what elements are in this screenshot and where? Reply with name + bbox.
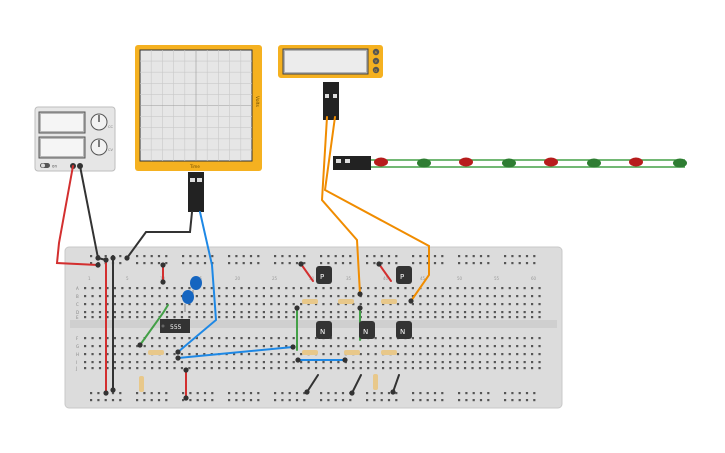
row-letter-b: B: [76, 294, 79, 299]
multimeter-display: [285, 51, 366, 72]
led-red-1[interactable]: [374, 157, 388, 167]
svg-text:N: N: [363, 328, 368, 336]
col-num-5: 5: [126, 276, 129, 281]
breadboard-row-letters: A B C D E F G H I J: [75, 286, 79, 371]
wire-green-trigger[interactable]: [139, 304, 169, 346]
oscilloscope-volts-label: Volts: [254, 96, 260, 107]
resistor-4[interactable]: [148, 350, 164, 355]
row-letter-j: J: [75, 366, 77, 371]
power-supply-voltage-display: [41, 139, 83, 156]
led-green-1[interactable]: [417, 158, 431, 168]
transistor-npn-1[interactable]: N: [316, 321, 332, 339]
row-letter-f: F: [76, 336, 79, 341]
wire-black-gnd2[interactable]: [351, 374, 362, 394]
transistor-pnp-1[interactable]: P: [316, 266, 332, 284]
row-letter-e: E: [76, 315, 79, 320]
col-num-60: 60: [531, 276, 537, 281]
wire-orange-probe1[interactable]: [320, 116, 361, 295]
resistor-8[interactable]: [139, 376, 144, 392]
led-strip-connector[interactable]: [333, 156, 371, 170]
resistor-2[interactable]: [338, 299, 354, 304]
multimeter-mode-v[interactable]: [372, 57, 380, 65]
svg-text:P: P: [320, 273, 324, 281]
wire-endpoints: [95, 255, 414, 401]
svg-text:V: V: [375, 60, 378, 64]
timer-555-chip[interactable]: 555: [160, 319, 190, 333]
multimeter-probe-connector[interactable]: [323, 82, 339, 120]
led-red-4[interactable]: [629, 157, 643, 167]
resistor-7[interactable]: [381, 350, 397, 355]
transistor-npn-2[interactable]: N: [359, 321, 375, 339]
multimeter[interactable]: A V Ω: [278, 45, 383, 120]
wire-red-pnp2[interactable]: [378, 263, 392, 282]
wire-blue-output[interactable]: [177, 346, 294, 359]
led-strip[interactable]: [333, 156, 687, 170]
svg-text:P: P: [400, 273, 404, 281]
wire-black-supply[interactable]: [79, 165, 107, 261]
col-num-55: 55: [494, 276, 500, 281]
resistors[interactable]: [139, 299, 397, 392]
timer-chip-label: 555: [170, 324, 182, 331]
resistor-1[interactable]: [302, 299, 318, 304]
wire-black-scope[interactable]: [126, 211, 193, 259]
wire-red-supply[interactable]: [55, 165, 99, 266]
led-red-3[interactable]: [544, 157, 558, 167]
col-num-25: 25: [272, 276, 278, 281]
power-supply-current-display: [41, 114, 83, 131]
oscilloscope-time-label: Time: [189, 164, 200, 169]
transistor-npn-3[interactable]: N: [396, 321, 412, 339]
breadboard[interactable]: A B C D E F G H I J 1 5 10 15 20 25 30 3…: [64, 246, 563, 409]
oscilloscope[interactable]: Volts Time: [135, 45, 262, 212]
resistor-6[interactable]: [344, 350, 360, 355]
led-green-4[interactable]: [673, 158, 687, 168]
wire-red-pnp1[interactable]: [300, 263, 314, 282]
power-supply[interactable]: CC CV on: [34, 106, 116, 172]
capacitor-2[interactable]: [182, 290, 194, 312]
row-letter-d: D: [76, 310, 79, 315]
multimeter-mode-a[interactable]: [372, 48, 380, 56]
wire-blue-scope[interactable]: [177, 211, 218, 353]
row-letter-g: G: [76, 344, 79, 349]
oscilloscope-grid: [140, 50, 252, 161]
resistor-3[interactable]: [381, 299, 397, 304]
row-letter-c: C: [76, 302, 79, 307]
wire-black-gnd1[interactable]: [306, 374, 319, 393]
col-num-40: 40: [383, 276, 389, 281]
wire-orange-probe2[interactable]: [323, 116, 430, 302]
led-green-3[interactable]: [587, 158, 601, 168]
svg-text:N: N: [320, 328, 325, 336]
svg-text:Ω: Ω: [374, 69, 377, 73]
led-green-2[interactable]: [502, 158, 516, 168]
row-letter-a: A: [76, 286, 79, 291]
row-letter-h: H: [76, 352, 79, 357]
col-num-50: 50: [457, 276, 463, 281]
col-num-45: 45: [420, 276, 426, 281]
resistor-5[interactable]: [302, 350, 318, 355]
power-supply-cv-label: CV: [108, 148, 113, 152]
svg-text:N: N: [400, 328, 405, 336]
col-num-35: 35: [346, 276, 352, 281]
wire-black-gnd3[interactable]: [392, 374, 400, 393]
transistor-pnp-2[interactable]: P: [396, 266, 412, 284]
multimeter-mode-ohm[interactable]: [372, 66, 380, 74]
col-num-20: 20: [235, 276, 241, 281]
col-num-1: 1: [88, 276, 91, 281]
power-supply-cc-label: CC: [108, 125, 113, 129]
resistor-9[interactable]: [373, 374, 378, 390]
power-switch-label: on: [52, 164, 57, 169]
row-letter-i: I: [76, 360, 77, 365]
wires[interactable]: [55, 116, 430, 399]
led-red-2[interactable]: [459, 157, 473, 167]
svg-text:A: A: [375, 51, 378, 55]
